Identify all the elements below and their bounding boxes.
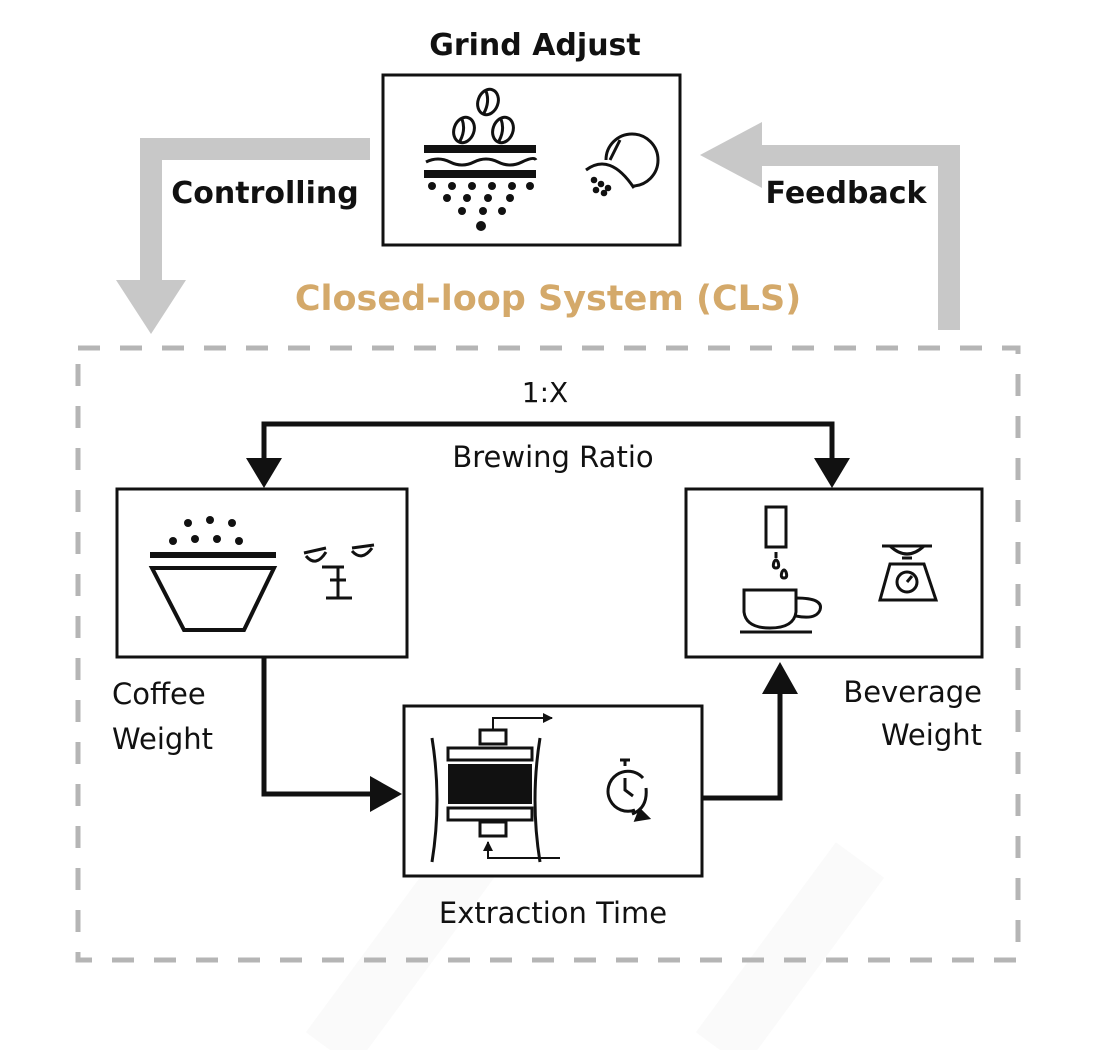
extraction-to-beverage-arrow [702,662,798,801]
controlling-arrow [116,138,370,334]
beverage-weight-label-line1: Beverage [843,675,982,709]
grinder-burr-icon [424,145,538,231]
feedback-label: Feedback [766,176,928,211]
balance-scale-icon [303,543,375,600]
controlling-label: Controlling [171,176,358,211]
grind-adjust-title: Grind Adjust [429,28,641,63]
stopwatch-icon [606,758,652,822]
coffee-grounds-bowl-icon [148,516,278,632]
brewing-ratio-value: 1:X [522,376,568,409]
kitchen-scale-icon [878,544,939,602]
coffee-weight-label-line2: Weight [112,722,213,756]
brewing-ratio-bracket [246,421,850,488]
extraction-time-label: Extraction Time [439,896,667,930]
system-title: Closed-loop System (CLS) [295,279,801,319]
coffee-beans-icon [452,87,515,145]
grind-level-dial-icon [585,132,660,197]
background-watermark [305,842,885,1050]
espresso-machine-icon [430,713,560,863]
grind-adjust-box [381,73,682,247]
extraction-time-box [402,704,704,878]
drip-cup-icon [740,505,822,634]
coffee-weight-label-line1: Coffee [112,677,206,711]
beverage-weight-label-line2: Weight [881,718,982,752]
beverage-weight-box [684,487,984,659]
coffee-to-extraction-arrow [261,657,402,812]
system-boundary [75,345,1021,963]
feedback-arrow [700,122,960,330]
coffee-weight-box [115,487,409,659]
brewing-ratio-label: Brewing Ratio [452,440,653,474]
